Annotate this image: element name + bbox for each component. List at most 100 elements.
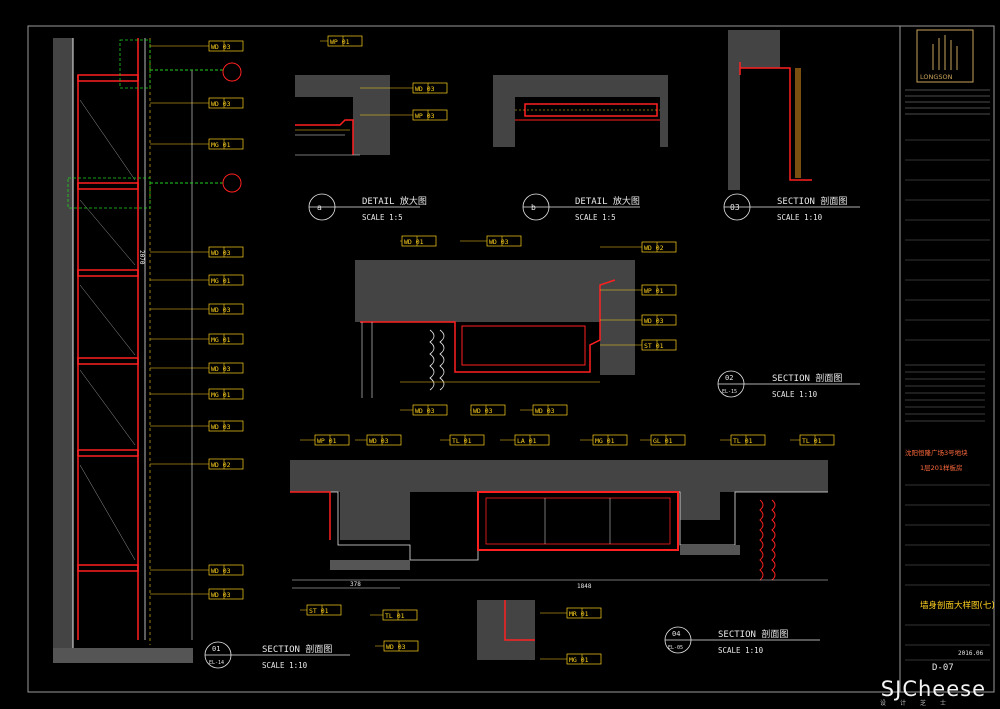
title-detail-a: a DETAIL 放大图 SCALE 1:5: [308, 193, 427, 222]
left-tag-3: WD 03: [150, 246, 244, 258]
mid-tag-label-3: WD 01: [404, 238, 424, 246]
mid-tag-label-8: ST 01: [644, 342, 664, 350]
section-01-elevation: [53, 38, 242, 663]
mid-tag-label-1: WD 03: [415, 85, 435, 93]
bottom-tag-label-12: MG 01: [569, 656, 589, 664]
section-01-title: SECTION 剖面图: [262, 643, 332, 655]
section-04-title: SECTION 剖面图: [718, 628, 788, 640]
mid-tag-label-9: WD 03: [415, 407, 435, 415]
bottom-tag-label-8: ST 01: [309, 607, 329, 615]
sheet-number: D-07: [932, 663, 954, 673]
svg-text:03: 03: [730, 203, 740, 212]
left-tag-label-2: MG 01: [211, 141, 231, 149]
detail-a-marker: [222, 62, 242, 82]
sheet-title: 墙身剖面大样图(七): [920, 600, 995, 611]
mid-tag-label-5: WD 02: [644, 244, 664, 252]
mid-tag-11: WD 03: [520, 404, 568, 416]
dim-main: 1848: [577, 583, 592, 590]
detail-b-drawing: [493, 75, 668, 147]
company-logo: [916, 29, 974, 83]
watermark-brand: SJCheese: [880, 677, 986, 701]
detail-b-callout-box: [67, 177, 151, 209]
left-tag-label-8: MG 01: [211, 391, 231, 399]
bottom-tag-10: WD 03: [375, 640, 419, 652]
mid-tag-1: WD 03: [360, 82, 448, 94]
bottom-tag-label-9: TL 01: [385, 612, 405, 620]
left-tag-label-10: WD 02: [211, 461, 231, 469]
left-material-tags: WD 03 WD 03 MG 01 WD 03 MG 01 WD 03 MG 01 WD 03…: [150, 40, 244, 600]
bottom-tag-label-2: TL 01: [452, 437, 472, 445]
section-02-drawing: [355, 260, 635, 398]
left-tag-12: WD 03: [150, 588, 244, 600]
bottom-tag-label-6: TL 01: [733, 437, 753, 445]
mid-tag-label-0: WP 01: [330, 38, 350, 46]
detail-b-marker: [222, 173, 242, 193]
bottom-tag-12: MG 01: [540, 653, 602, 665]
bottom-tag-label-10: WD 03: [386, 643, 406, 651]
left-tag-10: WD 02: [150, 458, 244, 470]
left-tag-label-1: WD 03: [211, 100, 231, 108]
bottom-tag-label-5: GL 01: [653, 437, 673, 445]
left-tag-label-5: WD 03: [211, 306, 231, 314]
svg-text:01: 01: [212, 645, 220, 653]
section-02-title: SECTION 剖面图: [772, 372, 842, 384]
section-04-drawing: [290, 460, 828, 660]
left-tag-label-9: WD 03: [211, 423, 231, 431]
mid-tag-7: WD 03: [600, 314, 677, 326]
bottom-tag-4: MG 01: [580, 434, 628, 446]
dim-vertical: 2070: [138, 250, 145, 265]
project-name-line1: 沈阳恒隆广场3号地块: [905, 448, 968, 457]
detail-b-scale: SCALE 1:5: [575, 213, 616, 222]
mid-tag-label-7: WD 03: [644, 317, 664, 325]
section-02-scale: SCALE 1:10: [772, 390, 818, 399]
bottom-tag-11: MR 01: [540, 607, 602, 619]
mid-tag-10: WD 03: [470, 404, 506, 416]
mid-tag-2: WP 03: [360, 109, 448, 121]
left-tag-9: WD 03: [150, 420, 244, 432]
mid-tag-5: WD 02: [600, 241, 677, 253]
svg-text:EL-15: EL-15: [722, 389, 737, 395]
title-section-01: 01 EL-14 SECTION 剖面图 SCALE 1:10: [204, 641, 350, 670]
mid-tag-label-11: WD 03: [535, 407, 555, 415]
bottom-tag-label-4: MG 01: [595, 437, 615, 445]
left-tag-label-12: WD 03: [211, 591, 231, 599]
bottom-tag-7: TL 01: [790, 434, 835, 446]
left-tag-7: WD 03: [150, 362, 244, 374]
left-tag-label-3: WD 03: [211, 249, 231, 257]
detail-a-scale: SCALE 1:5: [362, 213, 403, 222]
watermark-sub: 设计芝士: [879, 700, 960, 707]
svg-text:b: b: [531, 203, 536, 212]
bottom-tag-3: LA 01: [500, 434, 550, 446]
svg-text:EL-05: EL-05: [668, 645, 683, 651]
mid-tag-8: ST 01: [600, 339, 677, 351]
section-01-scale: SCALE 1:10: [262, 661, 308, 670]
mid-tag-9: WD 03: [400, 404, 448, 416]
company-logo-text: LONGSON: [920, 73, 953, 81]
left-tag-8: MG 01: [150, 388, 244, 400]
mid-tag-label-10: WD 03: [473, 407, 493, 415]
mid-tag-4: WD 03: [460, 235, 522, 247]
bottom-tag-2: TL 01: [440, 434, 485, 446]
left-tag-4: MG 01: [150, 274, 244, 286]
detail-b-title: DETAIL 放大图: [575, 195, 640, 207]
bottom-tag-0: WP 01: [300, 434, 350, 446]
bottom-material-tags: WP 01 WD 03 TL 01 LA 01 MG 01 GL 01 TL 01 TL 01…: [300, 434, 835, 665]
mid-tag-label-2: WP 03: [415, 112, 435, 120]
svg-text:a: a: [317, 203, 322, 212]
left-tag-label-4: MG 01: [211, 277, 231, 285]
bottom-tag-5: GL 01: [640, 434, 686, 446]
bottom-tag-8: ST 01: [300, 604, 342, 616]
left-tag-0: WD 03: [150, 40, 244, 52]
left-tag-label-0: WD 03: [211, 43, 231, 51]
title-section-03: 03 SECTION 剖面图 SCALE 1:10: [723, 193, 860, 222]
mid-material-tags: WP 01 WD 03 WP 03 WD 01 WD 03 WD 02 WP 01 WD 03…: [320, 35, 677, 416]
bottom-tag-label-11: MR 01: [569, 610, 589, 618]
bottom-tag-label-3: LA 01: [517, 437, 537, 445]
title-section-02: 02 EL-15 SECTION 剖面图 SCALE 1:10: [717, 370, 860, 399]
mid-tag-label-6: WP 01: [644, 287, 664, 295]
title-block: LONGSON 沈阳恒隆广场3号地块 1层201样板房: [905, 29, 995, 673]
detail-a-callout-box: [119, 39, 151, 89]
bottom-tag-1: WD 03: [355, 434, 402, 446]
left-tag-5: WD 03: [150, 303, 244, 315]
